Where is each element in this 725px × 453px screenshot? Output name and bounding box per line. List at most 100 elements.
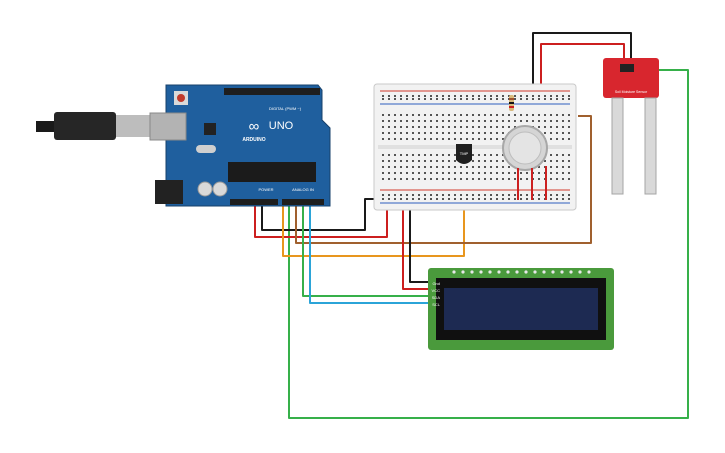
breadboard-hole (526, 198, 528, 200)
breadboard-hole (502, 178, 504, 180)
breadboard-hole (484, 120, 486, 122)
breadboard-hole (472, 132, 474, 134)
breadboard-hole (526, 194, 528, 196)
breadboard-hole (538, 166, 540, 168)
breadboard-hole (484, 114, 486, 116)
breadboard-hole (460, 172, 462, 174)
breadboard-hole (502, 154, 504, 156)
breadboard-hole (442, 132, 444, 134)
arduino-model-label: UNO (269, 120, 294, 132)
breadboard-hole (562, 98, 564, 100)
breadboard-hole (562, 126, 564, 128)
breadboard-hole (394, 172, 396, 174)
breadboard-hole (490, 160, 492, 162)
lcd-pin-label-gnd: Gnd (432, 281, 440, 286)
lcd-header-pin (506, 270, 510, 274)
breadboard-hole (514, 126, 516, 128)
breadboard-hole (556, 160, 558, 162)
breadboard-hole (490, 166, 492, 168)
breadboard-hole (400, 98, 402, 100)
breadboard-hole (454, 198, 456, 200)
breadboard-hole (514, 114, 516, 116)
wire-black-gnd (261, 198, 380, 231)
breadboard-hole (394, 120, 396, 122)
breadboard-hole (568, 172, 570, 174)
breadboard-hole (484, 126, 486, 128)
analog-header (282, 199, 324, 205)
breadboard-hole (418, 178, 420, 180)
wire-green-sensor-signal (288, 69, 689, 419)
breadboard-hole (496, 178, 498, 180)
breadboard-hole (484, 172, 486, 174)
breadboard-hole (412, 138, 414, 140)
breadboard-hole (394, 126, 396, 128)
breadboard-hole (382, 132, 384, 134)
breadboard-hole (556, 95, 558, 97)
breadboard-hole (502, 166, 504, 168)
breadboard-hole (478, 198, 480, 200)
usb-cable-cord (36, 121, 54, 132)
breadboard-hole (400, 194, 402, 196)
breadboard-hole (412, 160, 414, 162)
breadboard-hole (568, 120, 570, 122)
breadboard-hole (436, 132, 438, 134)
breadboard-hole (460, 114, 462, 116)
breadboard-hole (388, 178, 390, 180)
breadboard-hole (442, 98, 444, 100)
breadboard-hole (406, 138, 408, 140)
breadboard-hole (562, 166, 564, 168)
breadboard-hole (394, 95, 396, 97)
breadboard-hole (466, 120, 468, 122)
breadboard-hole (562, 132, 564, 134)
breadboard-hole (448, 172, 450, 174)
breadboard-hole (388, 114, 390, 116)
wire-brown (295, 115, 592, 244)
breadboard-hole (448, 120, 450, 122)
breadboard-hole (430, 154, 432, 156)
breadboard-hole (508, 166, 510, 168)
power-header-label: POWER (258, 187, 273, 192)
wire-black-sensor-gnd (532, 32, 632, 89)
breadboard-hole (430, 98, 432, 100)
breadboard-hole (496, 132, 498, 134)
breadboard-hole (430, 126, 432, 128)
breadboard-hole (550, 98, 552, 100)
breadboard-hole (388, 194, 390, 196)
breadboard-hole (472, 160, 474, 162)
breadboard-hole (448, 138, 450, 140)
breadboard-hole (484, 166, 486, 168)
breadboard-hole (406, 154, 408, 156)
breadboard-hole (400, 120, 402, 122)
breadboard-hole (502, 126, 504, 128)
breadboard-hole (568, 98, 570, 100)
breadboard-hole (442, 166, 444, 168)
breadboard-hole (544, 132, 546, 134)
breadboard-hole (430, 114, 432, 116)
breadboard-hole (496, 172, 498, 174)
breadboard-hole (400, 172, 402, 174)
breadboard-hole (532, 114, 534, 116)
breadboard-hole (388, 154, 390, 156)
breadboard-hole (454, 114, 456, 116)
breadboard-hole (412, 166, 414, 168)
arduino-brand-label: ARDUINO (242, 137, 265, 143)
soil-sensor-header (620, 64, 634, 72)
breadboard-hole (466, 98, 468, 100)
breadboard-hole (490, 95, 492, 97)
breadboard-hole (454, 154, 456, 156)
breadboard-hole (562, 194, 564, 196)
breadboard-hole (412, 154, 414, 156)
breadboard-hole (382, 114, 384, 116)
breadboard-hole (406, 178, 408, 180)
breadboard-hole (478, 172, 480, 174)
breadboard-hole (454, 172, 456, 174)
breadboard-hole (532, 98, 534, 100)
breadboard-hole (424, 172, 426, 174)
breadboard-hole (496, 120, 498, 122)
breadboard-hole (394, 154, 396, 156)
usb-plug-metal (116, 115, 152, 137)
breadboard-hole (508, 95, 510, 97)
breadboard-hole (556, 132, 558, 134)
breadboard-hole (532, 120, 534, 122)
breadboard-hole (436, 178, 438, 180)
